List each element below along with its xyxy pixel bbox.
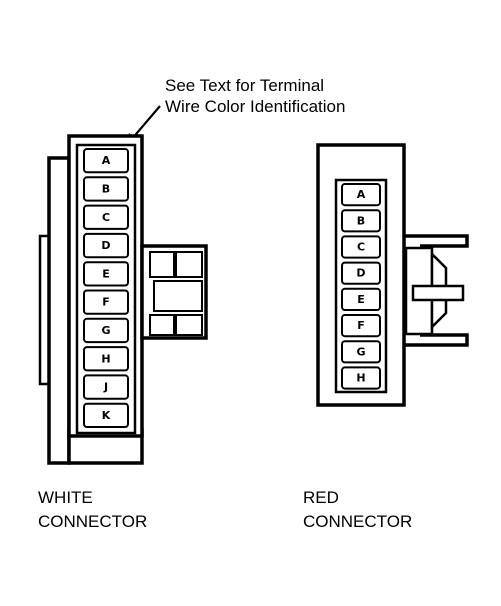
terminal-label: H [356, 372, 365, 385]
terminal-box [341, 314, 381, 338]
terminal-label: B [357, 214, 365, 227]
terminal-box [341, 183, 381, 207]
terminal-label: F [357, 319, 365, 332]
terminal-box [341, 287, 381, 311]
terminal-box [83, 176, 129, 202]
terminal-box [83, 232, 129, 259]
terminal-box [341, 235, 381, 259]
terminal-cell: C [341, 235, 381, 259]
terminal-cell: B [341, 209, 381, 233]
terminal-box [341, 261, 381, 285]
red-connector-label-line-2: CONNECTOR [303, 512, 412, 531]
terminal-cell: A [341, 183, 381, 207]
terminal-label: D [356, 267, 365, 280]
terminal-label: A [102, 154, 111, 167]
terminal-cell: J [83, 374, 129, 400]
white-connector-label-line-1: WHITE [38, 488, 93, 507]
terminal-label: B [102, 182, 110, 195]
callout-line-1: See Text for Terminal [165, 76, 324, 95]
white-connector-body [47, 156, 71, 465]
terminal-cell: K [83, 402, 129, 429]
terminal-box [341, 209, 381, 233]
white-connector-label-line-2: CONNECTOR [38, 512, 147, 531]
callout-line-2: Wire Color Identification [165, 97, 345, 116]
terminal-cell: G [83, 317, 129, 344]
terminal-label: E [357, 293, 365, 306]
terminal-box [83, 346, 129, 372]
terminal-cell: D [83, 232, 129, 259]
white-terminal-list: A B C D E F G H J K [83, 148, 129, 429]
terminal-label: F [102, 296, 110, 309]
terminal-label: A [357, 188, 366, 201]
red-connector-label-line-1: RED [303, 488, 339, 507]
terminal-cell: E [341, 287, 381, 311]
terminal-box [83, 317, 129, 344]
terminal-cell: F [83, 289, 129, 315]
terminal-label: E [102, 267, 110, 280]
terminal-label: G [101, 324, 110, 337]
terminal-box [83, 374, 129, 400]
terminal-cell: A [83, 148, 129, 174]
terminal-cell: B [83, 176, 129, 202]
terminal-cell: H [83, 346, 129, 372]
terminal-box [341, 340, 381, 364]
terminal-label: G [356, 345, 365, 358]
terminal-label: J [103, 381, 108, 394]
red-connector [316, 143, 469, 407]
terminal-label: C [357, 241, 365, 254]
terminal-box [83, 261, 129, 287]
terminal-label: H [101, 352, 110, 365]
terminal-cell: H [341, 366, 381, 390]
terminal-label: D [101, 239, 110, 252]
terminal-cell: F [341, 314, 381, 338]
terminal-box [83, 402, 129, 429]
terminal-box [341, 366, 381, 390]
red-connector-clip [404, 234, 469, 347]
terminal-label: C [102, 211, 110, 224]
terminal-cell: E [83, 261, 129, 287]
terminal-cell: C [83, 204, 129, 230]
terminal-box [83, 289, 129, 315]
terminal-cell: G [341, 340, 381, 364]
terminal-label: K [102, 409, 111, 422]
terminal-box [83, 148, 129, 174]
terminal-cell: D [341, 261, 381, 285]
white-connector-latch [140, 244, 208, 340]
terminal-box [83, 204, 129, 230]
